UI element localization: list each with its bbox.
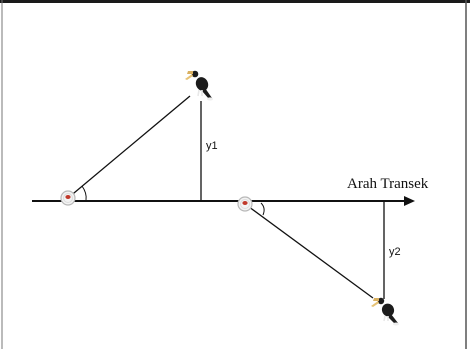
transect-arrowhead <box>404 196 415 206</box>
observer-marker-icon <box>60 190 76 206</box>
sighting-angle-arc-1 <box>81 185 87 201</box>
hornbill-bird-icon <box>371 297 399 326</box>
hornbill-bird-icon <box>185 70 213 101</box>
sighting-angle-arc-2 <box>260 202 265 216</box>
sighting-line-2 <box>244 203 374 299</box>
transect-direction-label: Arah Transek <box>347 176 429 192</box>
sighting-line-1 <box>67 95 191 199</box>
distance-label-y1: y1 <box>206 140 218 152</box>
observer-marker-icon <box>237 196 253 212</box>
distance-label-y2: y2 <box>389 246 401 258</box>
